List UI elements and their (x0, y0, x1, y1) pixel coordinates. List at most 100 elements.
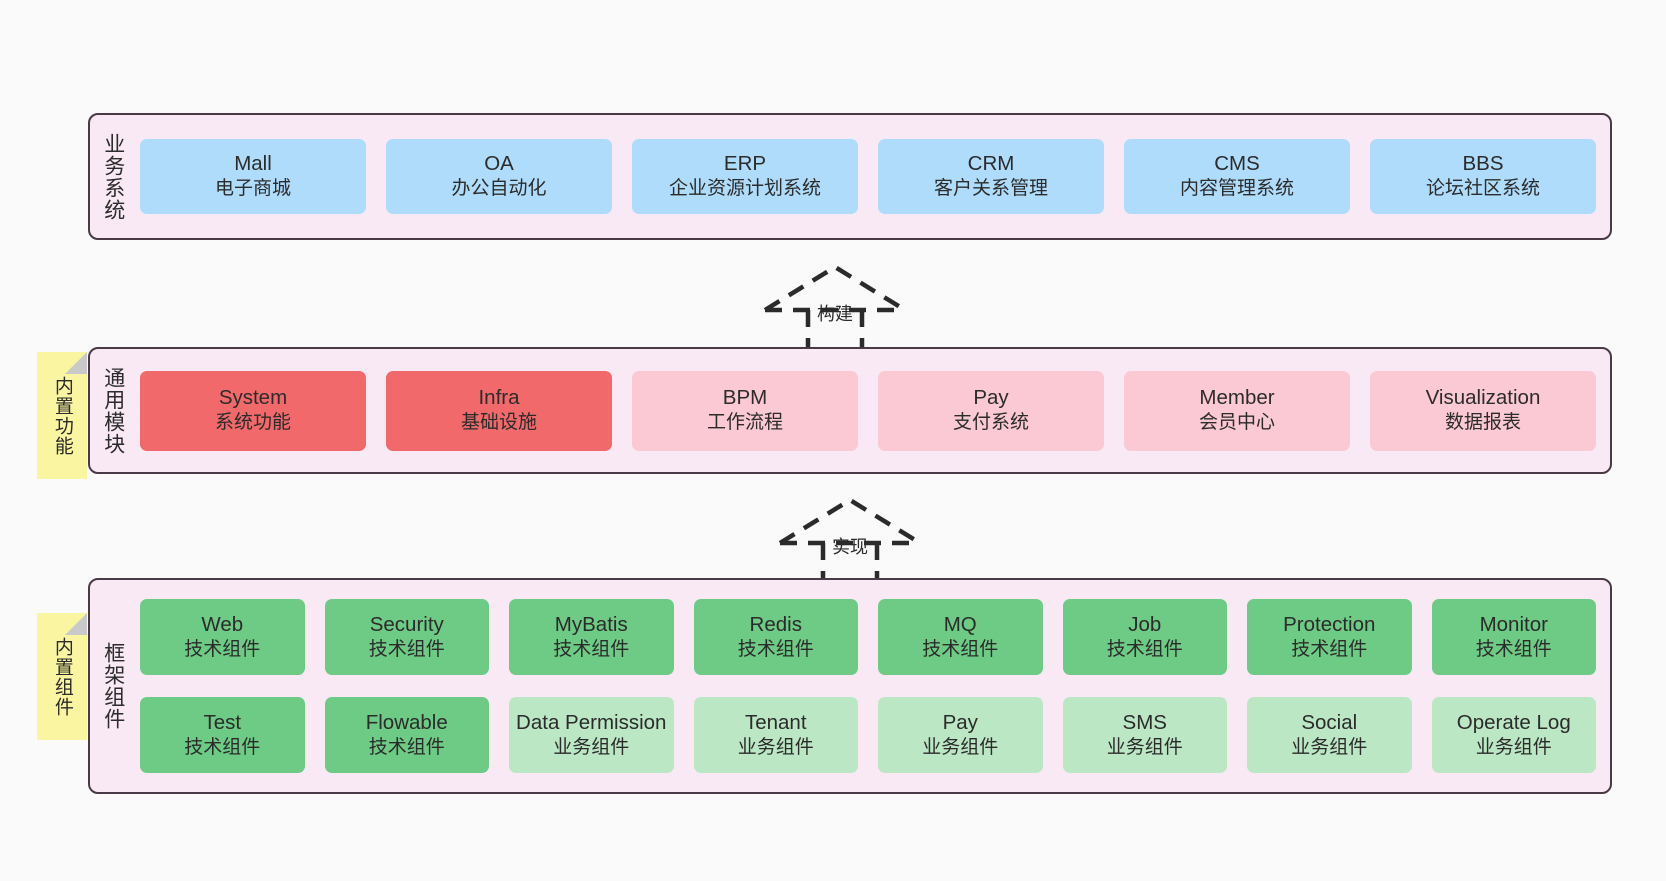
card-title: Security (369, 612, 444, 636)
card-title: Pay (973, 386, 1009, 410)
sticky-note-builtin-component: 内置组件 (37, 613, 87, 740)
card-title: Protection (1283, 612, 1376, 636)
card-title: MyBatis (554, 612, 628, 636)
card-redis[interactable]: Redis 技术组件 (693, 599, 858, 675)
card-social[interactable]: Social 业务组件 (1247, 697, 1412, 773)
connector-build: 构建 (760, 262, 910, 347)
card-subtitle: 技术组件 (184, 638, 261, 660)
card-crm[interactable]: CRM 客户关系管理 (878, 139, 1104, 214)
card-system[interactable]: System 系统功能 (140, 370, 366, 451)
card-row: Test 技术组件 Flowable 技术组件 Data Permission … (140, 697, 1596, 773)
card-title: System (218, 386, 288, 410)
card-title: Operate Log (1456, 710, 1571, 734)
card-security[interactable]: Security 技术组件 (324, 599, 489, 675)
sticky-note-label: 内置功能 (51, 375, 73, 456)
card-title: Pay (942, 710, 978, 734)
card-subtitle: 业务组件 (737, 736, 814, 758)
card-title: Visualization (1425, 386, 1541, 410)
card-title: Redis (749, 612, 802, 636)
card-title: Monitor (1479, 612, 1548, 636)
card-subtitle: 工作流程 (706, 412, 783, 434)
sticky-note-builtin-function: 内置功能 (37, 352, 87, 479)
card-title: Flowable (365, 710, 448, 734)
card-title: Test (203, 710, 242, 734)
card-tenant[interactable]: Tenant 业务组件 (693, 697, 858, 773)
layer-title-framework-components: 框架组件 (101, 642, 125, 730)
card-pay[interactable]: Pay 支付系统 (878, 370, 1104, 451)
card-title: Mall (234, 152, 272, 176)
card-title: BPM (722, 386, 768, 410)
card-data-permission[interactable]: Data Permission 业务组件 (509, 697, 674, 773)
layer-title-business-systems: 业务系统 (101, 132, 125, 221)
sticky-note-label: 内置组件 (51, 636, 73, 717)
card-title: CRM (967, 152, 1015, 176)
card-area-framework-components: Web 技术组件 Security 技术组件 MyBatis 技术组件 Redi… (136, 580, 1610, 792)
card-bpm[interactable]: BPM 工作流程 (632, 370, 858, 451)
card-title: Data Permission (516, 710, 667, 734)
card-title: ERP (723, 152, 767, 176)
card-flowable[interactable]: Flowable 技术组件 (324, 697, 489, 773)
card-subtitle: 企业资源计划系统 (668, 178, 821, 200)
card-bbs[interactable]: BBS 论坛社区系统 (1370, 139, 1596, 214)
card-title: Job (1128, 612, 1162, 636)
card-row: System 系统功能 Infra 基础设施 BPM 工作流程 Pay 支付系统… (140, 370, 1596, 451)
card-title: MQ (943, 612, 977, 636)
card-sms[interactable]: SMS 业务组件 (1062, 697, 1227, 773)
card-title: Social (1301, 710, 1358, 734)
card-area-common-modules: System 系统功能 Infra 基础设施 BPM 工作流程 Pay 支付系统… (136, 349, 1610, 472)
layer-framework-components: 框架组件 Web 技术组件 Security 技术组件 MyBatis 技术组件… (88, 578, 1612, 794)
card-subtitle: 客户关系管理 (933, 178, 1048, 200)
layer-common-modules: 通用模块 System 系统功能 Infra 基础设施 BPM 工作流程 Pay… (88, 347, 1612, 474)
card-subtitle: 电子商城 (214, 178, 291, 200)
card-title: Infra (478, 386, 520, 410)
card-subtitle: 技术组件 (1475, 638, 1552, 660)
card-subtitle: 技术组件 (368, 638, 445, 660)
layer-title-common-modules: 通用模块 (101, 366, 125, 455)
card-job[interactable]: Job 技术组件 (1062, 599, 1227, 675)
card-subtitle: 支付系统 (952, 412, 1029, 434)
card-subtitle: 技术组件 (1106, 638, 1183, 660)
card-mall[interactable]: Mall 电子商城 (140, 139, 366, 214)
card-subtitle: 基础设施 (460, 412, 537, 434)
connector-label-implement: 实现 (832, 537, 868, 557)
card-erp[interactable]: ERP 企业资源计划系统 (632, 139, 858, 214)
card-subtitle: 技术组件 (184, 736, 261, 758)
card-oa[interactable]: OA 办公自动化 (386, 139, 612, 214)
card-title: CMS (1214, 152, 1260, 176)
card-member[interactable]: Member 会员中心 (1124, 370, 1350, 451)
card-subtitle: 系统功能 (214, 412, 291, 434)
card-area-business-systems: Mall 电子商城 OA 办公自动化 ERP 企业资源计划系统 CRM 客户关系… (136, 115, 1610, 238)
card-mybatis[interactable]: MyBatis 技术组件 (509, 599, 674, 675)
card-monitor[interactable]: Monitor 技术组件 (1431, 599, 1596, 675)
layer-business-systems: 业务系统 Mall 电子商城 OA 办公自动化 ERP 企业资源计划系统 CRM… (88, 113, 1612, 240)
card-operate-log[interactable]: Operate Log 业务组件 (1431, 697, 1596, 773)
card-protection[interactable]: Protection 技术组件 (1247, 599, 1412, 675)
card-row: Web 技术组件 Security 技术组件 MyBatis 技术组件 Redi… (140, 599, 1596, 675)
card-title: BBS (1462, 152, 1504, 176)
card-title: Member (1199, 386, 1275, 410)
card-visualization[interactable]: Visualization 数据报表 (1370, 370, 1596, 451)
card-subtitle: 业务组件 (922, 736, 999, 758)
card-subtitle: 内容管理系统 (1179, 178, 1294, 200)
card-subtitle: 技术组件 (737, 638, 814, 660)
card-subtitle: 数据报表 (1444, 412, 1521, 434)
card-subtitle: 论坛社区系统 (1425, 178, 1540, 200)
card-row: Mall 电子商城 OA 办公自动化 ERP 企业资源计划系统 CRM 客户关系… (140, 139, 1596, 214)
card-infra[interactable]: Infra 基础设施 (386, 370, 612, 451)
card-pay-component[interactable]: Pay 业务组件 (878, 697, 1043, 773)
card-title: SMS (1122, 710, 1167, 734)
card-web[interactable]: Web 技术组件 (140, 599, 305, 675)
card-subtitle: 办公自动化 (451, 178, 547, 200)
card-title: OA (484, 152, 514, 176)
card-cms[interactable]: CMS 内容管理系统 (1124, 139, 1350, 214)
card-title: Tenant (744, 710, 807, 734)
card-subtitle: 会员中心 (1198, 412, 1275, 434)
card-subtitle: 业务组件 (1291, 736, 1368, 758)
connector-implement: 实现 (775, 495, 925, 580)
card-mq[interactable]: MQ 技术组件 (878, 599, 1043, 675)
card-test[interactable]: Test 技术组件 (140, 697, 305, 773)
card-subtitle: 技术组件 (922, 638, 999, 660)
card-title: Web (201, 612, 244, 636)
connector-label-build: 构建 (817, 304, 853, 324)
